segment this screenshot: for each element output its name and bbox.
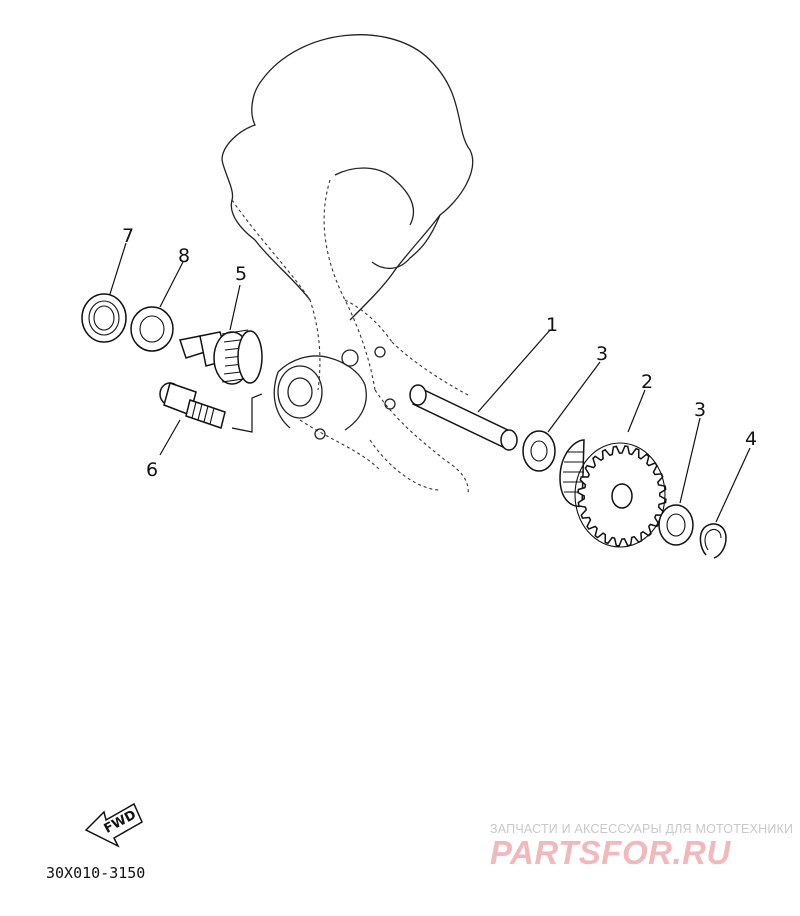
callout-8: 8 bbox=[178, 245, 190, 267]
shaft-part-1 bbox=[409, 384, 518, 451]
fwd-arrow: FWD bbox=[84, 802, 143, 848]
washer-part-3b bbox=[658, 504, 694, 546]
washer-part-8 bbox=[130, 306, 174, 352]
callout-1: 1 bbox=[546, 314, 558, 336]
callout-7: 7 bbox=[122, 225, 134, 247]
crankcase-outline bbox=[221, 34, 474, 496]
callout-labels: 7 8 5 6 1 3 2 3 4 bbox=[122, 225, 757, 481]
gear-part-2 bbox=[559, 439, 667, 548]
washer-part-3a bbox=[522, 430, 556, 472]
circlip-part-4 bbox=[699, 523, 727, 559]
callout-3b: 3 bbox=[694, 399, 706, 421]
callout-4: 4 bbox=[745, 428, 757, 450]
callout-3a: 3 bbox=[596, 343, 608, 365]
oil-seal-part-7 bbox=[81, 293, 127, 343]
callout-5: 5 bbox=[235, 263, 247, 285]
watermark-logo: PARTSFOR.RU bbox=[490, 834, 731, 871]
gear-shaft-part-5 bbox=[179, 329, 263, 385]
callout-6: 6 bbox=[146, 459, 158, 481]
watermark-subtitle: ЗАПЧАСТИ И АКСЕССУАРЫ ДЛЯ МОТОТЕХНИКИ bbox=[490, 822, 793, 836]
callout-2: 2 bbox=[641, 371, 653, 393]
bolt-part-6 bbox=[159, 382, 263, 433]
leader-lines bbox=[109, 242, 751, 523]
drawing-code: 30X010-3150 bbox=[46, 864, 145, 882]
watermark: ЗАПЧАСТИ И АКСЕССУАРЫ ДЛЯ МОТОТЕХНИКИ PA… bbox=[490, 822, 793, 871]
